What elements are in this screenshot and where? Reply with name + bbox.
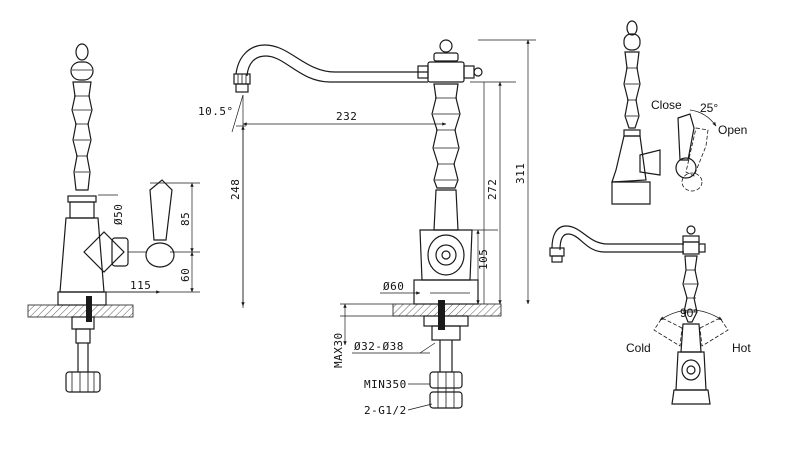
label-hot: Hot [732,341,751,355]
dim-d50: Ø50 [112,204,125,225]
dim-105: 105 [477,249,490,270]
label-close: Close [651,98,682,112]
dim-85: 85 [179,212,192,226]
label-handle-angle: 25° [700,101,718,115]
label-cold: Cold [626,341,651,355]
dim-232: 232 [336,110,357,123]
dim-115: 115 [130,279,151,292]
dim-angle: 10.5° [198,105,234,118]
label-open: Open [718,123,747,137]
dim-d60: Ø60 [383,280,404,293]
dim-max30: MAX30 [332,332,345,368]
side-view [27,43,200,393]
label-rotation-angle: 90° [680,306,698,320]
dim-d32-38: Ø32-Ø38 [354,340,404,353]
dim-311: 311 [514,163,527,184]
dim-60: 60 [179,268,192,282]
handle-rotation-view [611,20,717,205]
dim-min350: MIN350 [364,378,407,391]
dim-272: 272 [486,179,499,200]
dim-thread: 2-G1/2 [364,404,407,417]
temperature-rotation-view [549,225,729,405]
dim-248: 248 [229,179,242,200]
front-view [231,39,536,411]
